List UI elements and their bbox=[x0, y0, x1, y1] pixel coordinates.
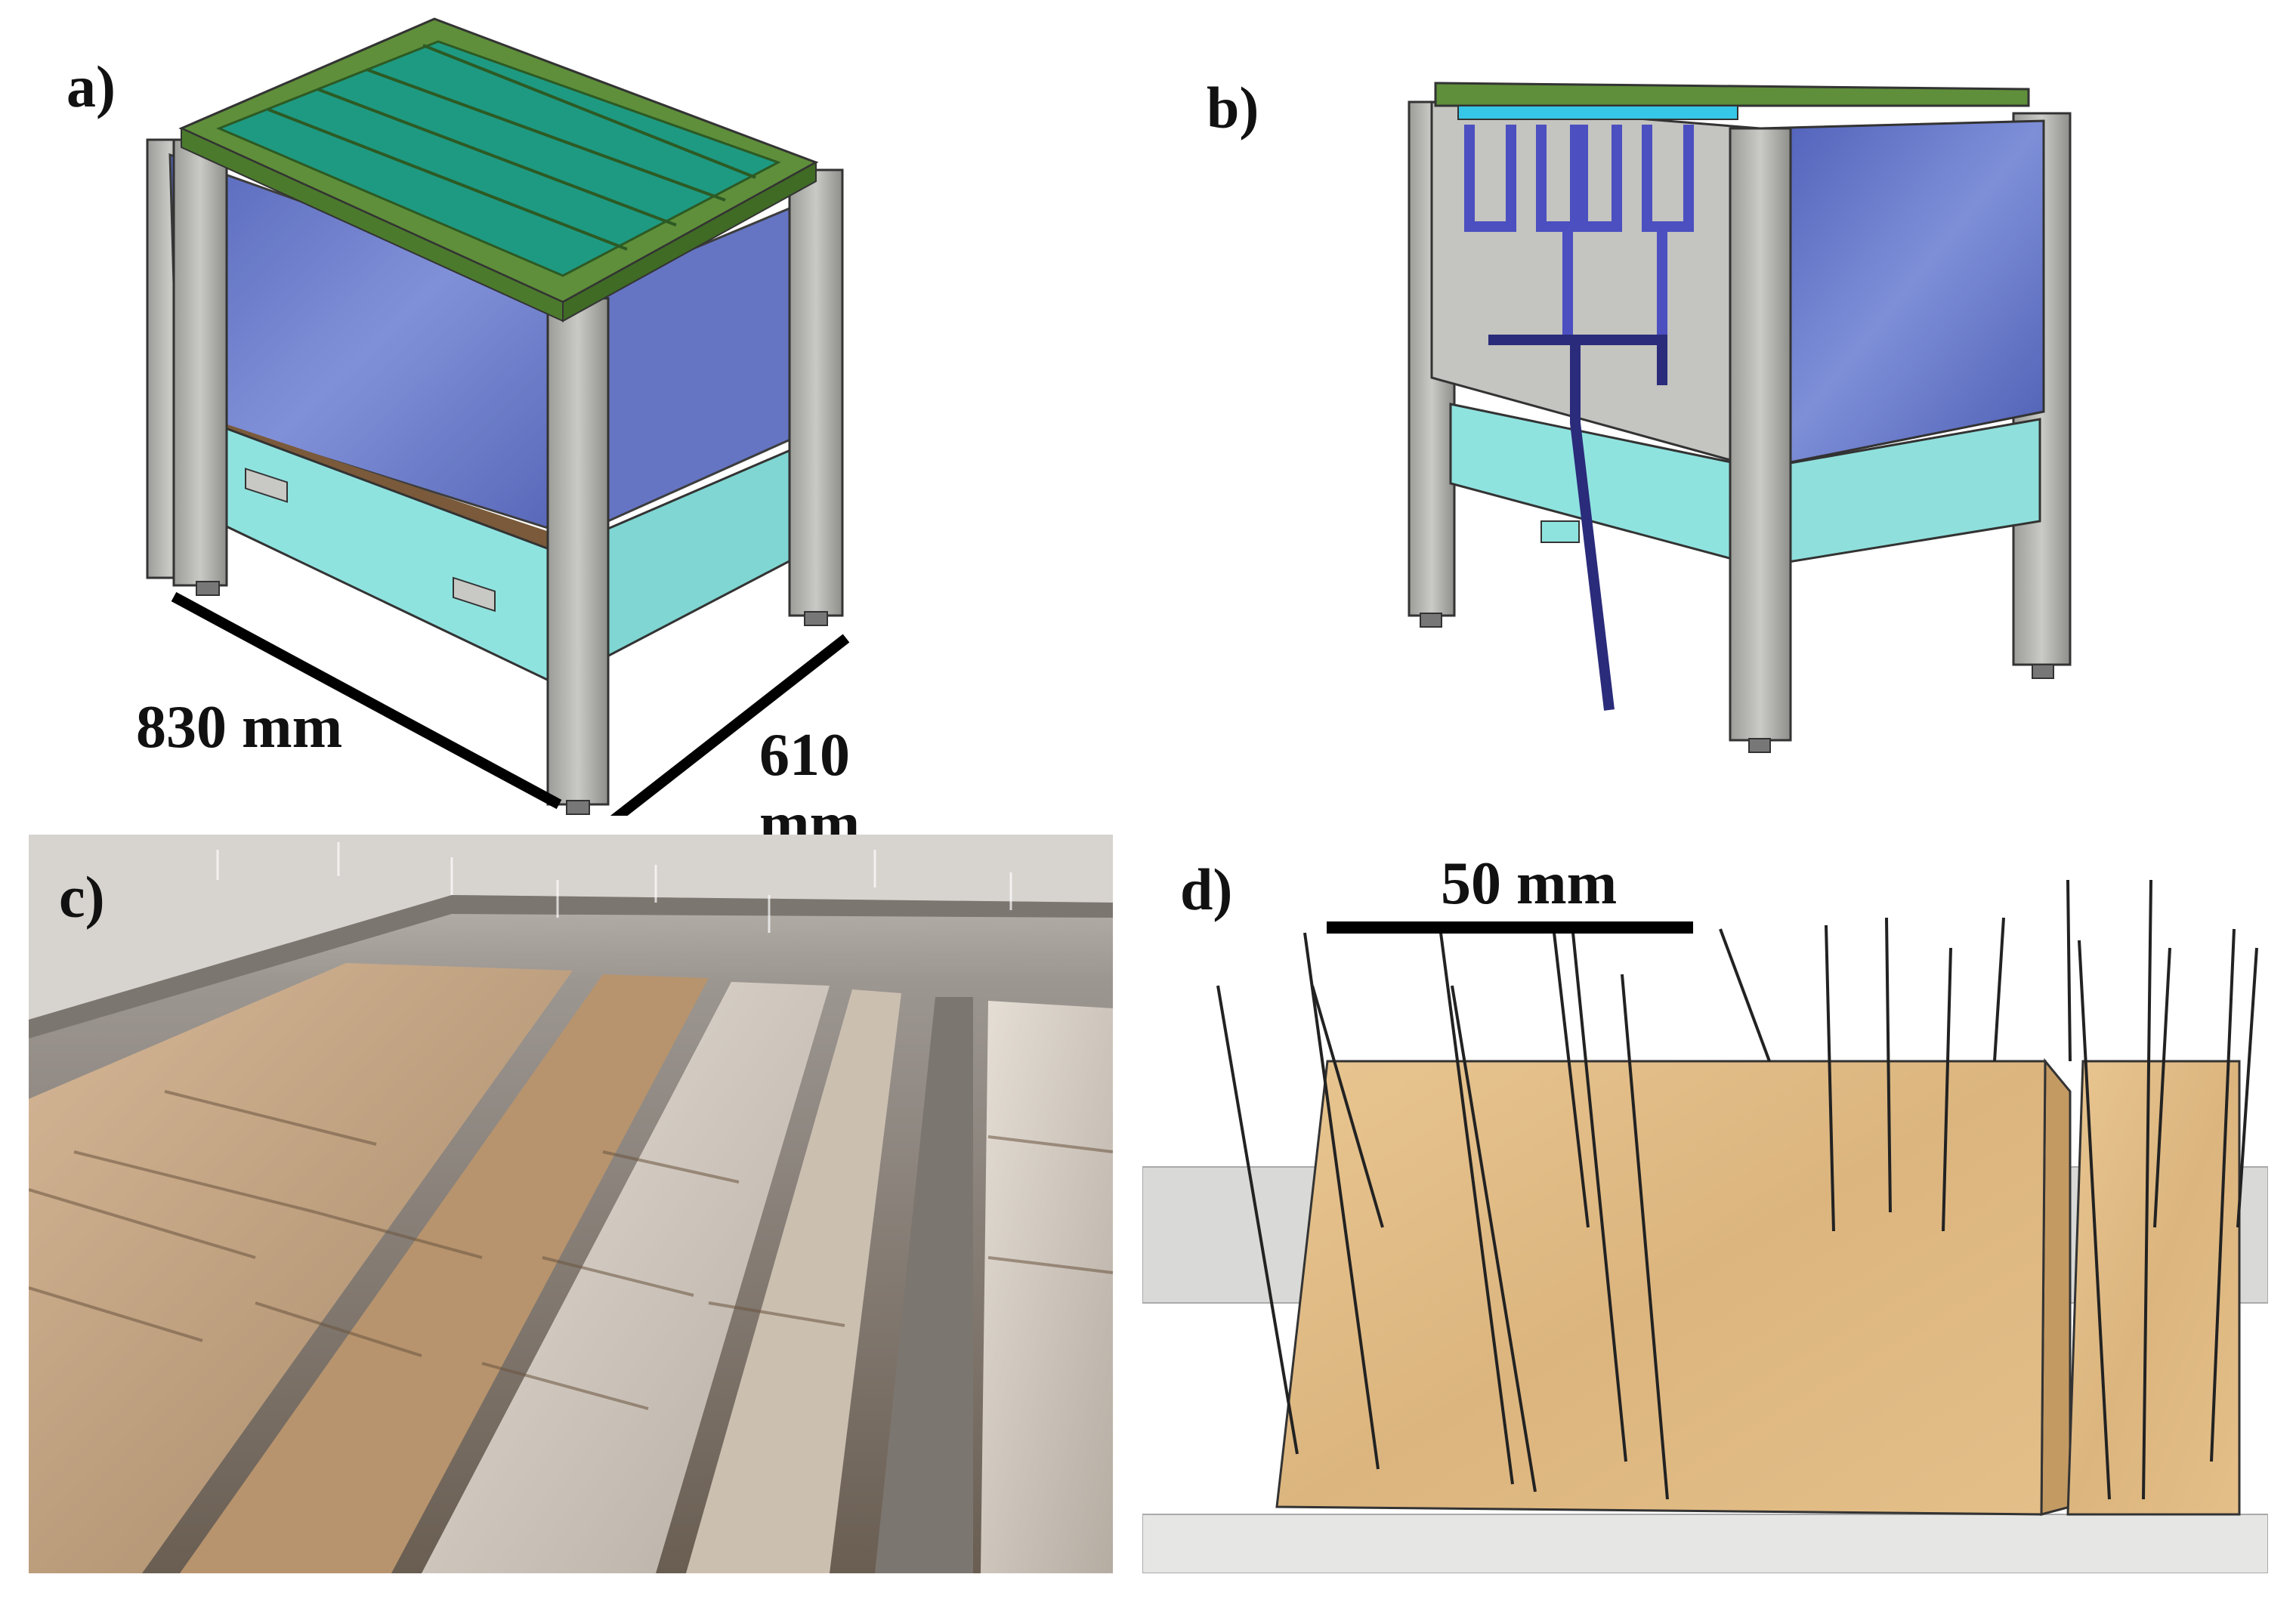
basin-handle-left bbox=[245, 468, 288, 503]
washing-unit-rear-view bbox=[1408, 82, 2072, 753]
tray-dividers bbox=[267, 44, 756, 251]
foot bbox=[1748, 738, 1771, 753]
block-seams bbox=[29, 1090, 1113, 1410]
leg-front-right bbox=[788, 168, 844, 617]
cheese-block-2 bbox=[2066, 1060, 2241, 1516]
panel-d: d) 50 mm bbox=[1142, 835, 2268, 1573]
leg-front-corner bbox=[1729, 127, 1792, 742]
panel-label-a: a) bbox=[66, 54, 116, 119]
water-drops bbox=[216, 842, 1012, 933]
steel-frame-top bbox=[29, 835, 1113, 1020]
panel-b: b) bbox=[1133, 0, 2296, 816]
foot bbox=[804, 611, 828, 626]
dimension-line-length bbox=[171, 591, 562, 810]
needle-insertion-diagram bbox=[1142, 879, 2268, 1573]
panel-label-c: c) bbox=[59, 864, 105, 930]
foot bbox=[196, 581, 220, 596]
tray-side-edge bbox=[562, 161, 817, 323]
steel-frame-edge bbox=[29, 895, 1113, 1039]
foot bbox=[2032, 664, 2054, 679]
basin-handle-right bbox=[453, 576, 496, 613]
foot bbox=[1420, 613, 1442, 628]
leg-front-corner bbox=[546, 297, 610, 806]
spray-manifold bbox=[1464, 125, 1694, 385]
cheese-block-1 bbox=[1275, 1060, 2047, 1516]
scale-bar-label: 50 mm bbox=[1441, 850, 1618, 917]
drain-outlet bbox=[1540, 520, 1580, 543]
tray-top bbox=[1434, 82, 2030, 107]
leg-front-left bbox=[172, 138, 228, 587]
tank-side-panel bbox=[1759, 119, 2045, 470]
panel-label-d: d) bbox=[1180, 857, 1233, 922]
panel-c: c) bbox=[29, 835, 1113, 1573]
tray-nozzle-row bbox=[1457, 105, 1738, 120]
dimension-line-width bbox=[610, 634, 850, 816]
scale-bar bbox=[1327, 921, 1693, 934]
cheese-washing-photo bbox=[29, 835, 1113, 1573]
dimension-label-length: 830 mm bbox=[136, 694, 343, 761]
supply-pipe bbox=[1488, 335, 1667, 711]
needles bbox=[1216, 879, 2258, 1500]
foot bbox=[566, 800, 590, 815]
conveyor-front bbox=[1142, 1514, 2268, 1573]
panel-label-b: b) bbox=[1207, 75, 1259, 140]
panel-a: a) 830 mm 610 mm bbox=[0, 0, 907, 857]
washing-unit-3d-view bbox=[146, 17, 850, 816]
